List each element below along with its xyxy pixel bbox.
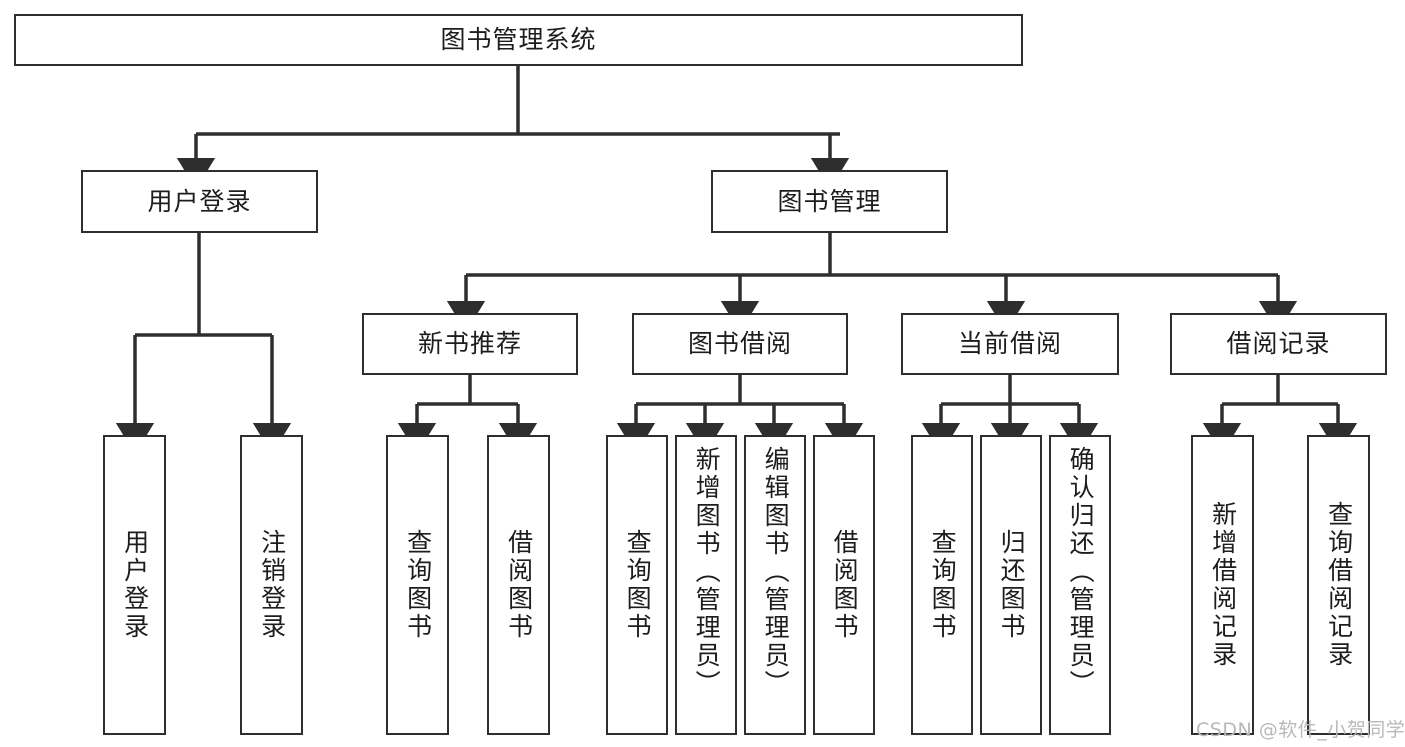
node-label: 查询借阅记录 <box>1324 501 1354 669</box>
leaf-book-borrow-edit-book-admin[interactable]: 编辑图书（管理员） <box>744 435 806 735</box>
node-label: 新增图书（管理员） <box>692 446 722 698</box>
leaf-book-borrow-borrow-book[interactable]: 借阅图书 <box>813 435 875 735</box>
node-label: 用户登录 <box>147 186 252 216</box>
node-label: 图书管理系统 <box>440 25 597 54</box>
csdn-watermark: CSDN @软件_小贺同学 <box>1196 719 1405 741</box>
node-label: 查询图书 <box>623 529 653 641</box>
node-label: 查询图书 <box>403 529 433 641</box>
node-label: 编辑图书（管理员） <box>761 446 791 698</box>
node-label: 确认归还（管理员） <box>1066 446 1096 698</box>
node-book-management[interactable]: 图书管理 <box>711 170 948 233</box>
node-book-borrowing[interactable]: 图书借阅 <box>632 313 848 375</box>
leaf-current-borrow-query-book[interactable]: 查询图书 <box>911 435 973 735</box>
leaf-new-book-borrow-book[interactable]: 借阅图书 <box>487 435 550 735</box>
node-current-borrowing[interactable]: 当前借阅 <box>901 313 1119 375</box>
node-label: 归还图书 <box>997 529 1027 641</box>
node-root-book-management-system[interactable]: 图书管理系统 <box>14 14 1023 66</box>
node-label: 新书推荐 <box>417 329 522 358</box>
leaf-new-book-query-book[interactable]: 查询图书 <box>386 435 449 735</box>
node-label: 借阅图书 <box>504 529 534 641</box>
node-label: 借阅记录 <box>1226 329 1331 358</box>
node-label: 注销登录 <box>257 529 287 641</box>
node-borrow-record[interactable]: 借阅记录 <box>1170 313 1387 375</box>
node-new-book-recommendation[interactable]: 新书推荐 <box>362 313 578 375</box>
leaf-borrow-record-add-record[interactable]: 新增借阅记录 <box>1191 435 1254 735</box>
leaf-user-login-login[interactable]: 用户登录 <box>103 435 166 735</box>
node-label: 查询图书 <box>928 529 958 641</box>
node-label: 用户登录 <box>120 529 150 641</box>
node-label: 当前借阅 <box>957 329 1062 358</box>
node-label: 图书管理 <box>777 186 882 216</box>
leaf-book-borrow-add-book-admin[interactable]: 新增图书（管理员） <box>675 435 737 735</box>
leaf-current-borrow-return-book[interactable]: 归还图书 <box>980 435 1042 735</box>
node-user-login[interactable]: 用户登录 <box>81 170 318 233</box>
node-label: 新增借阅记录 <box>1208 501 1238 669</box>
node-label: 图书借阅 <box>687 329 792 358</box>
leaf-current-borrow-confirm-return-admin[interactable]: 确认归还（管理员） <box>1049 435 1111 735</box>
node-label: 借阅图书 <box>830 529 860 641</box>
leaf-book-borrow-query-book[interactable]: 查询图书 <box>606 435 668 735</box>
leaf-user-login-logout[interactable]: 注销登录 <box>240 435 303 735</box>
leaf-borrow-record-query-record[interactable]: 查询借阅记录 <box>1307 435 1370 735</box>
